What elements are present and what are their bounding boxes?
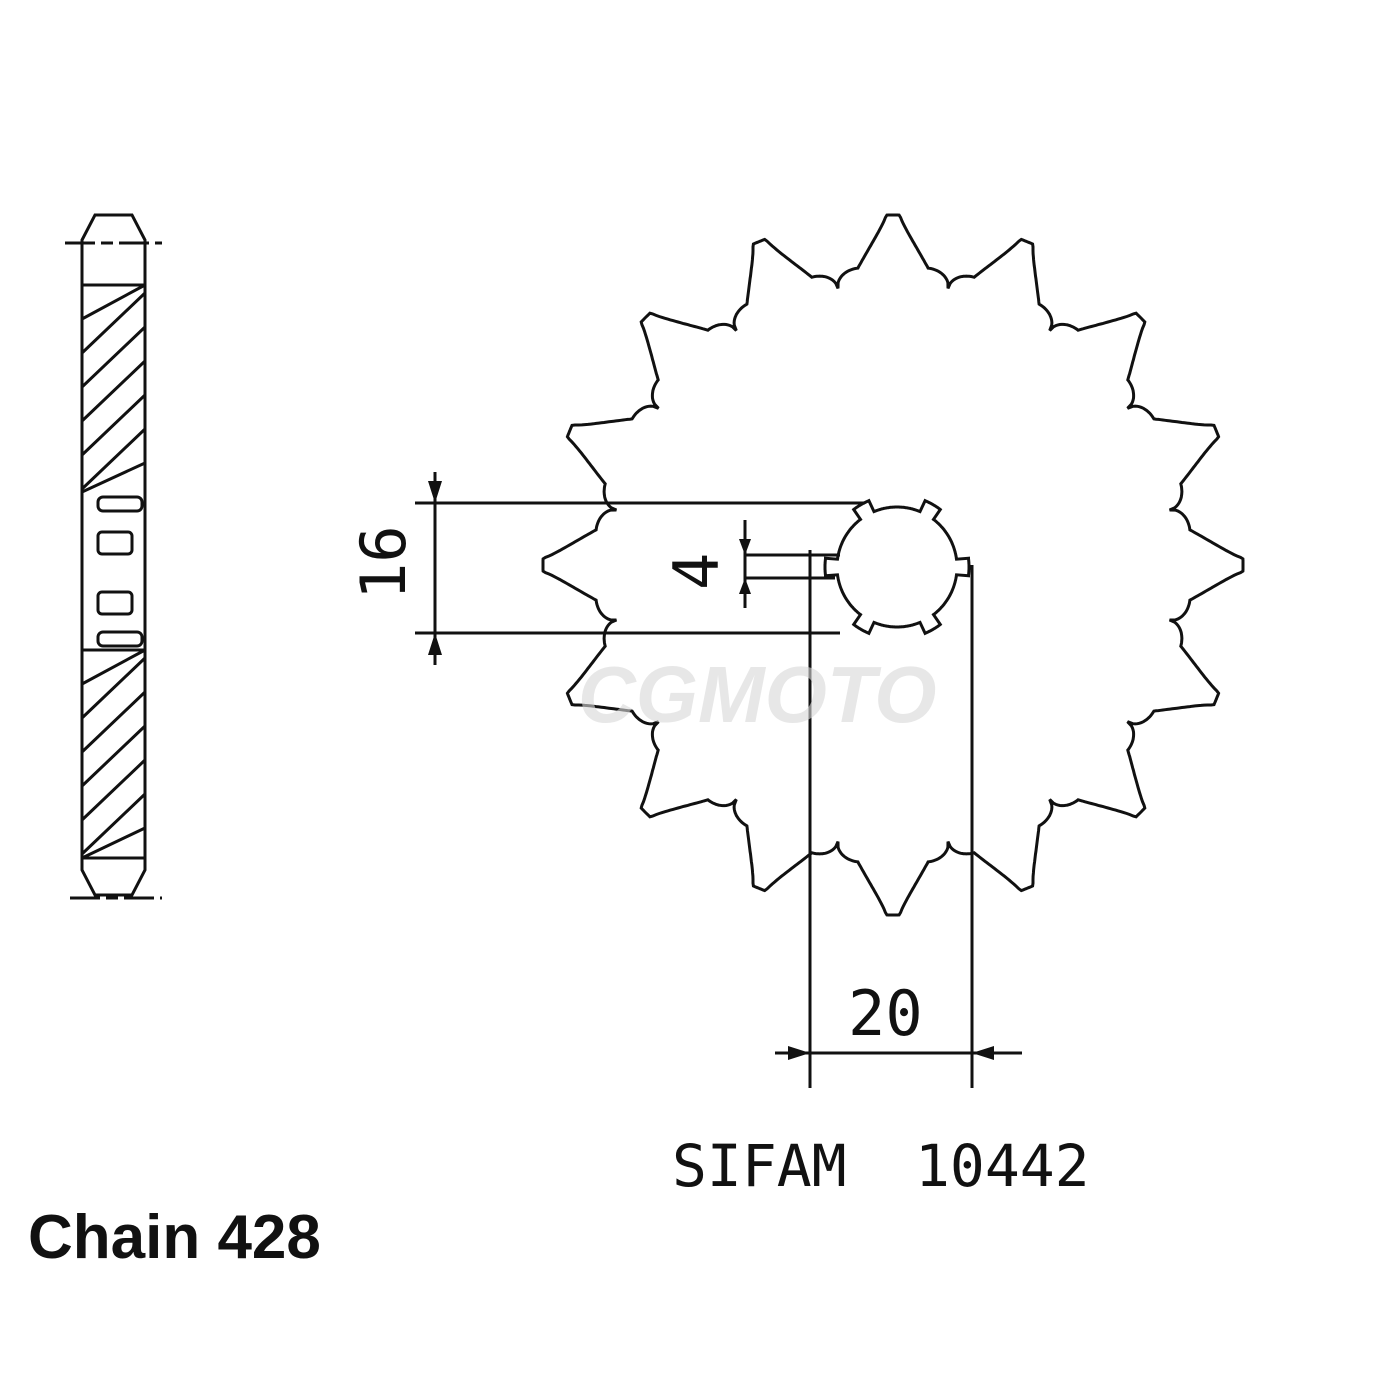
hatch-line — [80, 393, 147, 457]
hatch-line — [80, 724, 147, 788]
hatch-line — [80, 758, 147, 822]
dimension-16-label: 16 — [347, 525, 420, 600]
hatch-line — [80, 325, 147, 389]
splined-bore — [823, 498, 971, 636]
brand-label: SIFAM — [672, 1132, 847, 1200]
hatch-line — [81, 283, 146, 321]
dimension-4: 4 — [660, 520, 840, 608]
hatch-line — [80, 427, 147, 491]
hatching — [80, 283, 147, 860]
hatch-line — [81, 461, 146, 494]
sprocket-side-view — [65, 213, 162, 900]
hatch-line — [80, 690, 147, 754]
dimension-20-label: 20 — [848, 977, 923, 1050]
watermark: CGMOTO — [578, 650, 937, 739]
hatch-line — [80, 792, 147, 856]
hatch-line — [81, 648, 146, 686]
dimension-16: 16 — [347, 472, 865, 665]
dimension-4-label: 4 — [660, 553, 733, 590]
hatch-line — [80, 656, 147, 720]
chain-label: Chain 428 — [28, 1203, 321, 1272]
part-number: 10442 — [915, 1132, 1090, 1200]
hatch-line — [80, 291, 147, 355]
sprocket-outline — [541, 213, 1245, 917]
hatch-line — [81, 826, 146, 860]
dimension-20: 20 — [775, 550, 1022, 1088]
hatch-line — [80, 359, 147, 423]
